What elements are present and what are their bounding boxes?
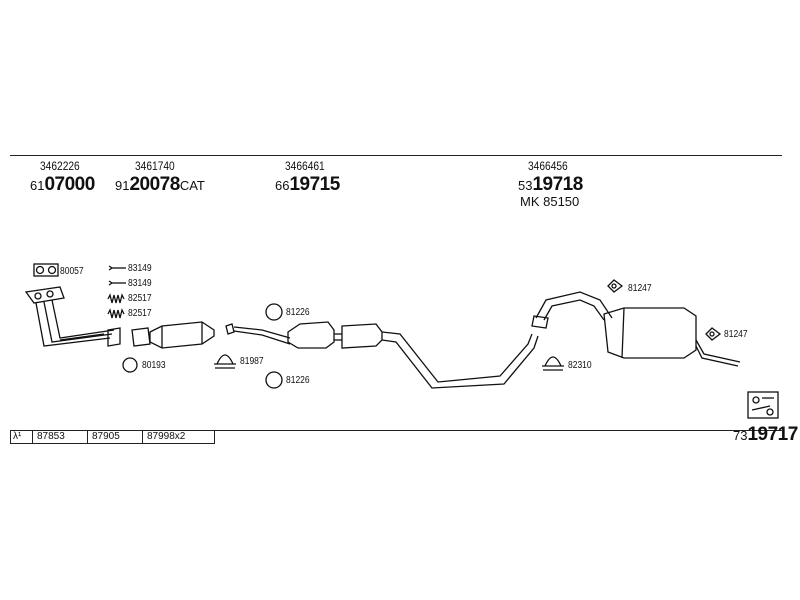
rubber-mount-81247-icon <box>607 279 624 293</box>
ref-code: 3466461 <box>285 159 325 173</box>
part-label: 81226 <box>286 375 310 386</box>
gasket-80057-icon <box>33 263 59 277</box>
clamp-82310-icon <box>542 356 564 371</box>
bottom-divider-line <box>10 430 782 431</box>
catalytic-converter-icon <box>131 321 215 349</box>
part-label: 82517 <box>128 293 152 304</box>
part-label: 82310 <box>568 360 592 371</box>
part-label: 81247 <box>628 283 652 294</box>
table-cell: 87905 <box>87 430 142 443</box>
table-cell: 87853 <box>32 430 87 443</box>
top-divider-line <box>10 155 782 156</box>
sealing-ring-80193-icon <box>122 357 138 373</box>
part-label: 83149 <box>128 263 152 274</box>
part-label: 81226 <box>286 307 310 318</box>
mounting-kit-code: MK 85150 <box>520 194 580 209</box>
ref-code: 3466456 <box>528 159 568 173</box>
part-number: 5319718 <box>518 174 583 195</box>
part-label: 81987 <box>240 356 264 367</box>
sensor-table <box>10 430 215 444</box>
lambda-cell: λ¹ <box>13 431 22 442</box>
front-pipe-icon <box>24 286 121 347</box>
rear-pipe-icon <box>531 291 613 329</box>
spring-82517-icon <box>107 308 125 319</box>
ref-code: 3462226 <box>40 159 80 173</box>
part-label: 83149 <box>128 278 152 289</box>
part-number: 6107000 <box>30 174 95 195</box>
part-number: 6619715 <box>275 174 340 195</box>
mounting-kit-icon <box>747 391 779 419</box>
sealing-ring-81226-icon <box>265 303 283 321</box>
sealing-ring-81226-icon <box>265 371 283 389</box>
spring-82517-icon <box>107 293 125 304</box>
part-label: 80193 <box>142 360 166 371</box>
part-label: 80057 <box>60 266 84 277</box>
table-cell: 87998x2 <box>142 430 215 443</box>
ref-code: 3461740 <box>135 159 175 173</box>
bolt-83149-icon <box>108 265 126 271</box>
kit-part-number: 7319717 <box>733 424 798 445</box>
rubber-mount-81247-icon <box>705 327 722 341</box>
part-number: 9120078CAT <box>115 174 205 195</box>
part-label: 82517 <box>128 308 152 319</box>
part-label: 81247 <box>724 329 748 340</box>
clamp-81987-icon <box>214 354 236 369</box>
bolt-83149-icon <box>108 280 126 286</box>
middle-silencer-icon <box>225 321 539 389</box>
rear-silencer-icon <box>603 307 741 367</box>
